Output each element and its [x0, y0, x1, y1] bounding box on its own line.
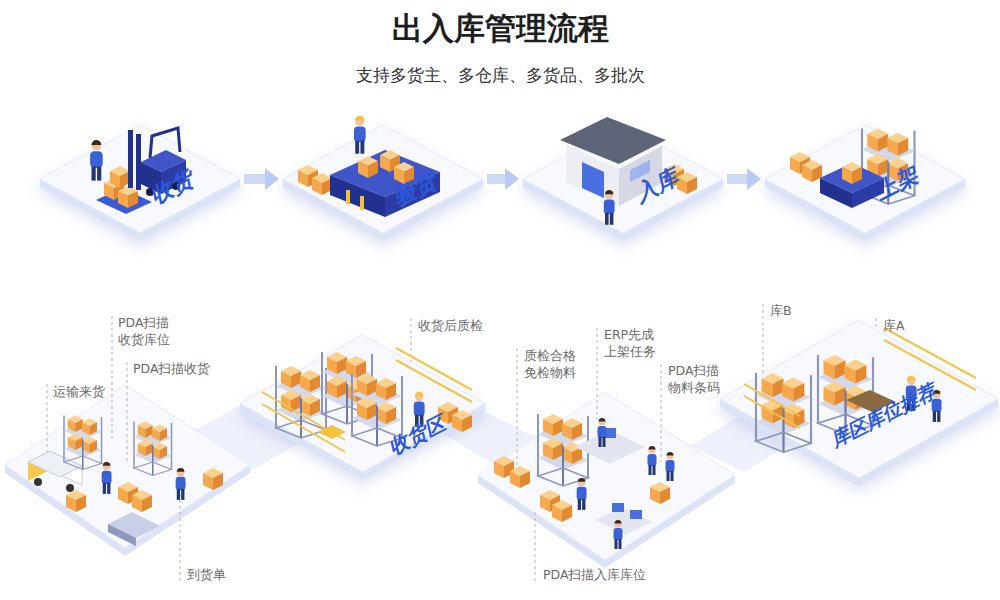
- box-icon: [552, 500, 572, 522]
- leader-line: [661, 364, 662, 462]
- arrow-head: [265, 168, 279, 190]
- monitor: [612, 503, 624, 512]
- tile-top: [720, 320, 998, 478]
- wheel: [34, 478, 42, 486]
- person-icon: [577, 478, 587, 510]
- platform-tile: 收货区: [240, 335, 485, 480]
- leader-line: [180, 482, 181, 582]
- desk: [596, 507, 652, 535]
- callout-text: PDA扫描 物料条码: [668, 362, 730, 396]
- box-icon: [118, 482, 138, 504]
- person-icon: [666, 452, 675, 481]
- box-icon: [510, 466, 530, 488]
- truck-cab: [28, 451, 50, 481]
- wheel: [66, 484, 74, 492]
- tile-top: [523, 125, 723, 233]
- tile-outline: [240, 335, 485, 480]
- tile-top: [765, 125, 965, 233]
- platform-tile: [478, 392, 735, 560]
- tile-outline: [40, 125, 240, 241]
- truck-container: [50, 451, 82, 485]
- box-icon: [132, 490, 152, 512]
- rack-icon: [538, 414, 588, 486]
- leader-line: [47, 384, 48, 462]
- leader-lines: [47, 304, 876, 582]
- callout-text: PDA扫描收货: [133, 360, 211, 377]
- flow-arrow: [727, 168, 761, 190]
- callout-text: PDA扫描 收货库位: [118, 314, 180, 348]
- diagram-title: 出入库管理流程: [0, 8, 1000, 50]
- platform-tile: [5, 385, 250, 548]
- box-icon: [650, 482, 670, 504]
- box-icon: [203, 468, 223, 490]
- box-icon: [540, 490, 560, 512]
- desk: [575, 430, 645, 464]
- rack-icon: [134, 422, 172, 476]
- person-icon: [614, 520, 623, 549]
- tile-outline: [765, 125, 965, 241]
- conveyor-side: [108, 524, 136, 546]
- platform-tile: 收货: [40, 125, 240, 241]
- monitor: [602, 428, 616, 438]
- subtitle: 支持多货主、多仓库、多货品、多批次: [0, 64, 1000, 86]
- leader-line: [112, 316, 113, 440]
- monitor: [630, 510, 642, 519]
- rack-icon: [64, 416, 102, 470]
- leader-line: [535, 512, 536, 582]
- leader-line: [517, 348, 518, 470]
- tile-top: [240, 335, 485, 472]
- callout-text: 收货后质检: [418, 317, 483, 334]
- box-icon: [66, 490, 86, 512]
- callout-text: 运输来货: [53, 383, 105, 400]
- person-icon: [598, 418, 607, 447]
- callout-text: 质检合格 免检物料: [524, 347, 586, 381]
- arrow-shaft: [487, 174, 507, 184]
- tile-top: [40, 125, 240, 233]
- truck-roof: [28, 451, 82, 477]
- flow-arrow: [244, 168, 279, 190]
- arrow-shaft: [244, 174, 267, 184]
- tile-top: [283, 125, 483, 233]
- conveyor: [108, 512, 160, 538]
- arrow-head: [747, 168, 761, 190]
- callout-text: PDA扫描入库库位: [543, 566, 647, 583]
- platform-tile: 上架: [765, 125, 965, 241]
- platform-tile: 入库: [523, 125, 723, 241]
- flow-arrow: [487, 168, 519, 190]
- callout-text: 库B: [770, 302, 792, 319]
- person-icon: [102, 462, 112, 494]
- tile-outline: [523, 125, 723, 241]
- tile-outline: [720, 320, 998, 486]
- callout-text: ERP先成 上架任务: [604, 326, 666, 360]
- leader-line: [597, 328, 598, 420]
- platform-tile: 验货: [283, 125, 483, 241]
- box-icon: [494, 456, 514, 478]
- leader-line: [127, 362, 128, 462]
- person-icon: [176, 468, 186, 500]
- callout-text: 库A: [883, 317, 905, 334]
- callout-text: 到货单: [187, 566, 226, 583]
- person-icon: [648, 446, 657, 475]
- tile-outline: [283, 125, 483, 241]
- arrow-head: [505, 168, 519, 190]
- arrow-shaft: [727, 174, 749, 184]
- platform-tile: 库区库位推荐: [720, 320, 998, 486]
